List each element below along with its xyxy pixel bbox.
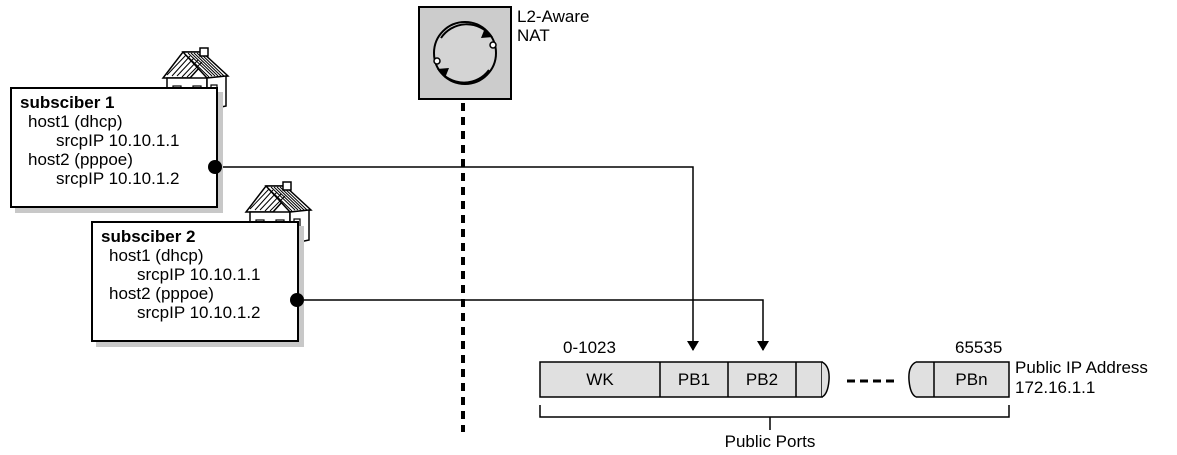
host2-label: host2 (pppoe) — [28, 150, 133, 169]
block-pbn: PBn — [955, 370, 988, 389]
nat-label-line1: L2-Aware — [517, 7, 590, 26]
public-ports-bracket — [539, 405, 1010, 430]
host1-ip: srcpIP 10.10.1.1 — [137, 265, 261, 284]
subscriber-1-box: subsciber 1 host1 (dhcp) srcpIP 10.10.1.… — [10, 87, 218, 208]
host1-label: host1 (dhcp) — [28, 112, 123, 131]
host1-ip: srcpIP 10.10.1.1 — [56, 131, 180, 150]
subscriber-title: subsciber 1 — [20, 93, 115, 112]
nat-label-line2: NAT — [517, 26, 550, 45]
block-pb1: PB1 — [677, 370, 711, 389]
connector-line — [215, 166, 699, 351]
nat-icon — [418, 6, 512, 100]
host2-ip: srcpIP 10.10.1.2 — [137, 303, 261, 322]
block-wk: WK — [586, 370, 614, 389]
host2-label: host2 (pppoe) — [109, 284, 214, 303]
port-start-label: 0-1023 — [563, 338, 616, 357]
public-ports-label: Public Ports — [724, 432, 816, 451]
block-pb2: PB2 — [745, 370, 779, 389]
port-end-label: 65535 — [955, 338, 1003, 357]
host2-ip: srcpIP 10.10.1.2 — [56, 169, 180, 188]
public-ip-label: Public IP Address — [1015, 358, 1148, 377]
subscriber-title: subsciber 2 — [101, 227, 196, 246]
port-bar — [539, 361, 1010, 398]
connector-line — [298, 299, 769, 351]
public-ip-address: 172.16.1.1 — [1015, 378, 1096, 397]
host1-label: host1 (dhcp) — [109, 246, 204, 265]
subscriber-2-box: subsciber 2 host1 (dhcp) srcpIP 10.10.1.… — [91, 221, 299, 342]
